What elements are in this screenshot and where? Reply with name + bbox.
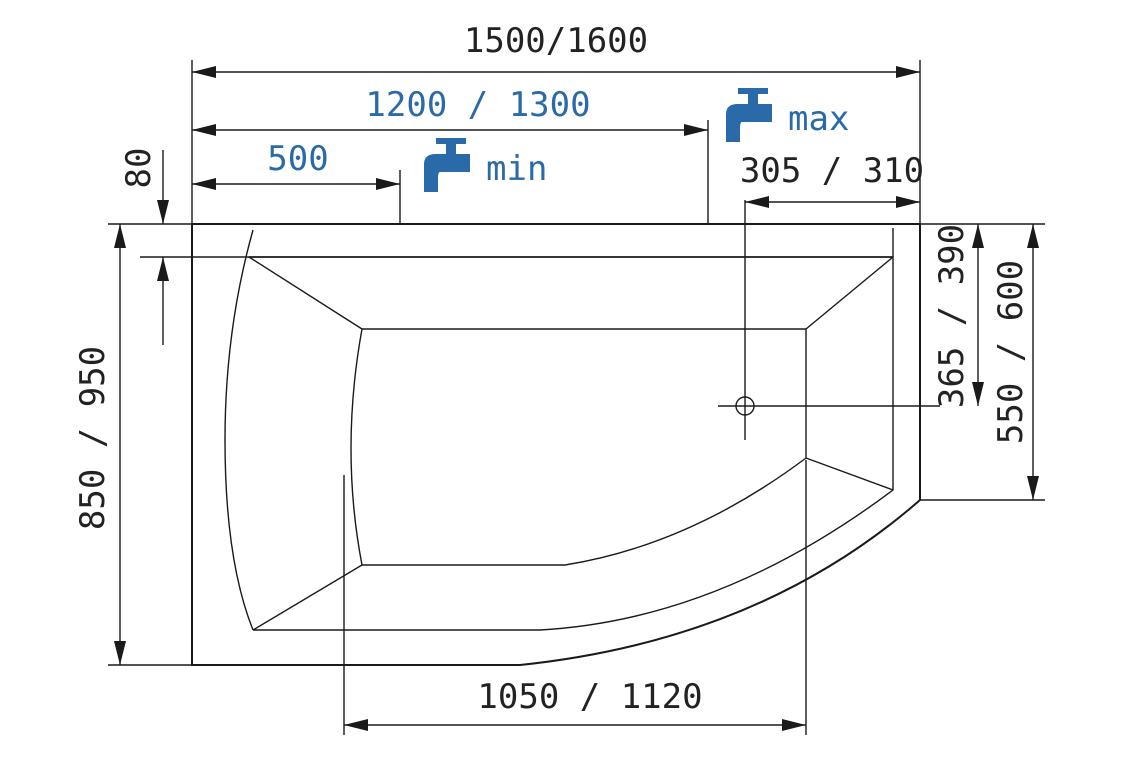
dimension-total-width: 850 / 950 xyxy=(73,346,113,530)
tap-max-label: max xyxy=(788,99,849,139)
extension-lines xyxy=(108,60,1045,735)
dimension-bottom-length: 1050 / 1120 xyxy=(477,677,702,717)
dimension-rim-width: 80 xyxy=(119,148,159,189)
drain-hole xyxy=(718,200,940,440)
faucet-icon xyxy=(424,138,470,192)
faucet-icon xyxy=(726,88,772,142)
dimension-tap-max-position: 1200 / 1300 xyxy=(365,85,590,125)
bathtub-outline xyxy=(191,223,921,666)
dimension-lines xyxy=(114,66,1039,731)
dimension-tap-min-position: 500 xyxy=(267,139,328,179)
dimension-total-length: 1500/1600 xyxy=(464,21,648,61)
dimension-right-side-depth: 550 / 600 xyxy=(991,260,1031,444)
dimension-right-end-width: 305 / 310 xyxy=(740,151,924,191)
dimension-drain-offset: 365 / 390 xyxy=(932,224,972,408)
tap-min-label: min xyxy=(486,149,547,189)
